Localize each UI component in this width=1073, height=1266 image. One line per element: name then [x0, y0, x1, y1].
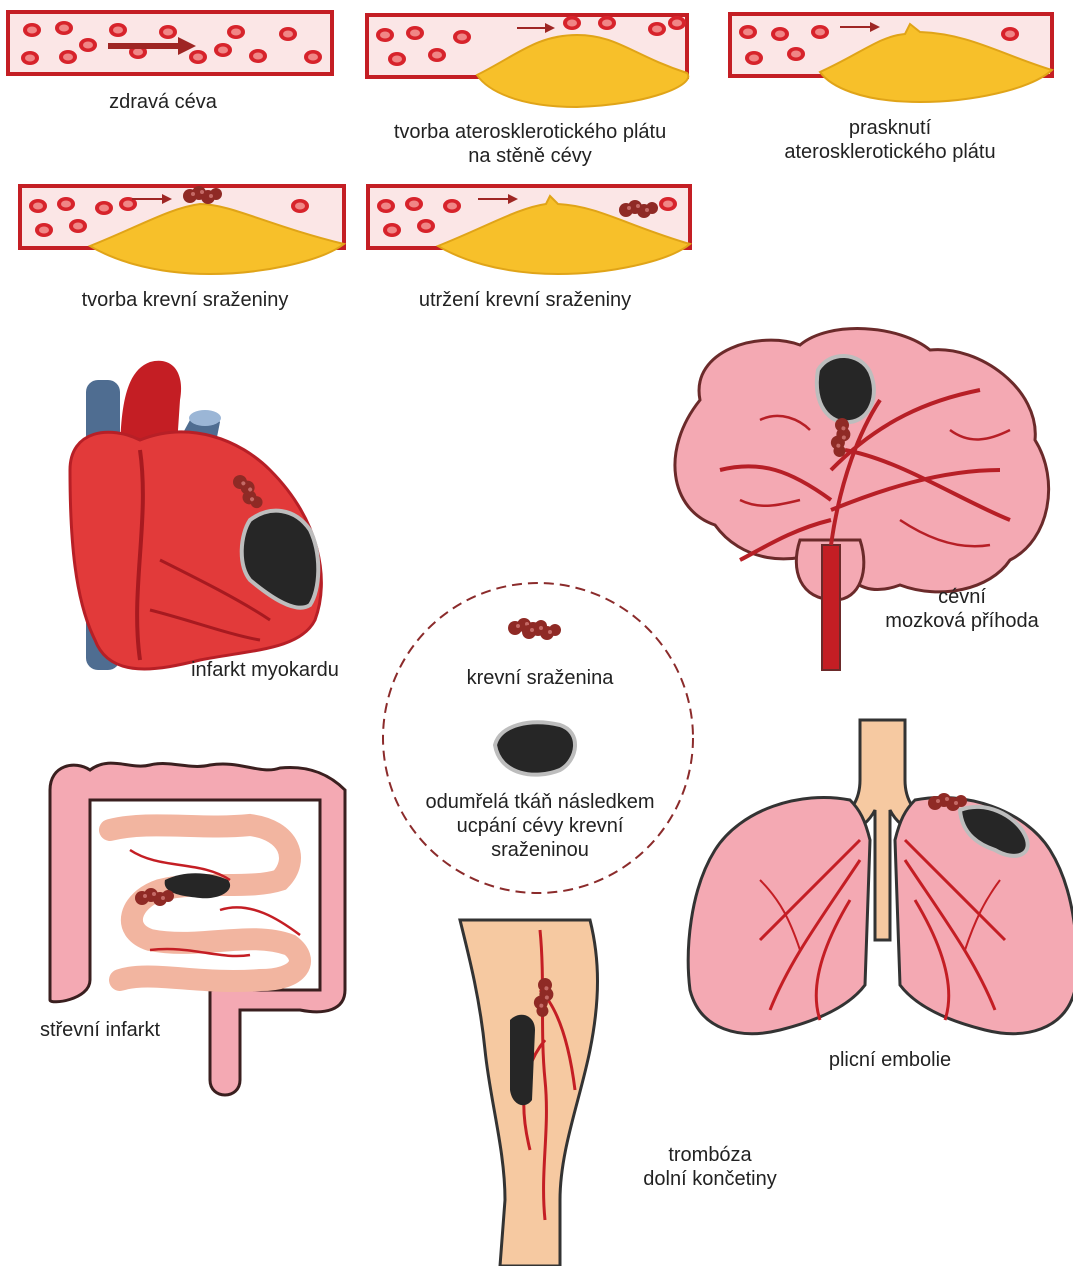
label-lungs: plicní embolie — [790, 1048, 990, 1072]
label-healthy-vessel: zdravá céva — [48, 90, 278, 114]
vessel-healthy — [8, 12, 332, 74]
vessel-plaque — [367, 15, 688, 107]
lungs-illustration — [688, 720, 1073, 1034]
label-plaque-formation: tvorba aterosklerotického plátu na stěně… — [360, 120, 700, 168]
label-leg: trombóza dolní končetiny — [620, 1143, 800, 1191]
leg-illustration — [460, 920, 598, 1266]
legend-dead-tissue-icon — [495, 722, 575, 774]
legend-dead-tissue-label: odumřelá tkáň následkem ucpání cévy krev… — [400, 790, 680, 862]
vessel-clot-formation — [20, 186, 344, 274]
label-heart: infarkt myokardu — [170, 658, 360, 682]
label-clot-detachment: utržení krevní sraženiny — [375, 288, 675, 312]
vessel-rupture — [730, 14, 1052, 102]
label-clot-formation: tvorba krevní sraženiny — [40, 288, 330, 312]
heart-illustration — [70, 361, 321, 670]
label-plaque-rupture: prasknutí aterosklerotického plátu — [740, 116, 1040, 164]
label-intestine: střevní infarkt — [20, 1018, 180, 1042]
intestine-illustration — [50, 763, 345, 1095]
legend-clot-label: krevní sraženina — [430, 666, 650, 690]
label-brain: cévní mozková příhoda — [862, 585, 1062, 633]
vessel-clot-detachment — [368, 186, 690, 274]
